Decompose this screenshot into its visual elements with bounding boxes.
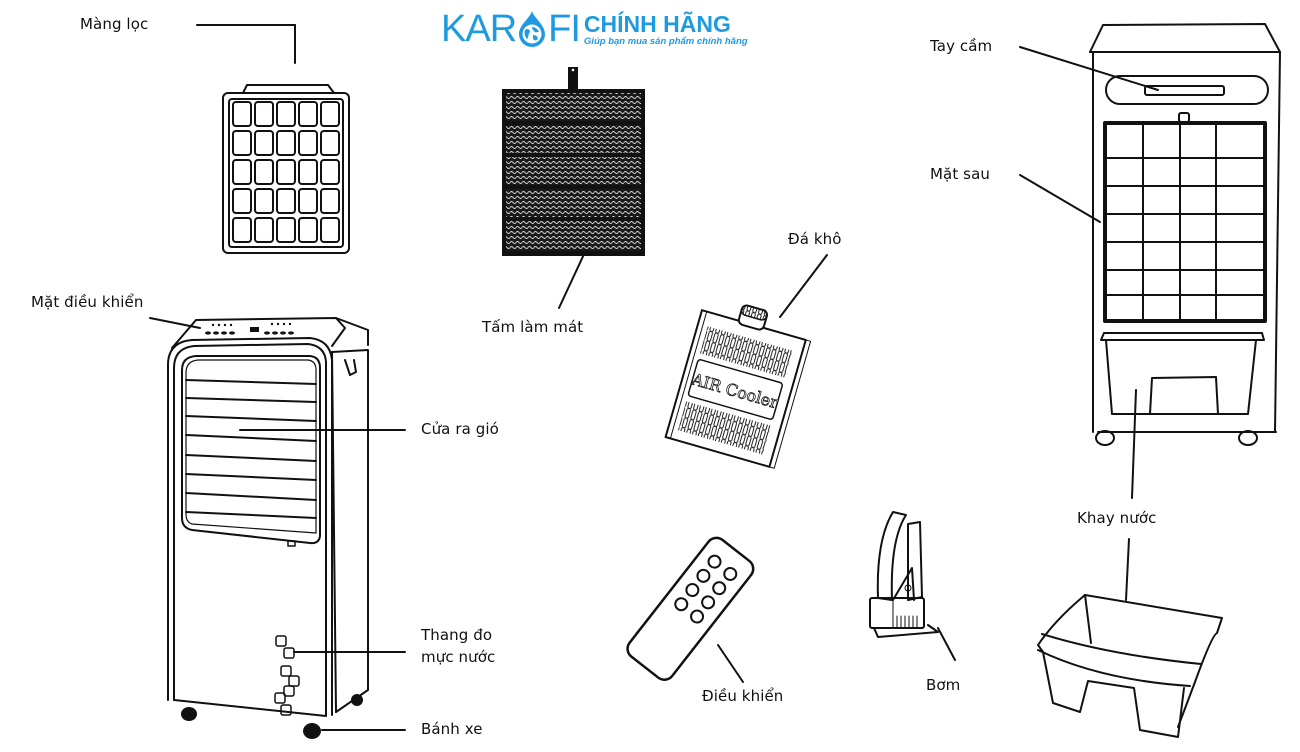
- front-cooler-drawing: [149, 317, 406, 739]
- label-tay-cam: Tay cầm: [930, 37, 993, 55]
- label-mat-sau: Mặt sau: [930, 165, 990, 183]
- cooling-pad-drawing: [502, 67, 645, 309]
- label-mang-loc: Màng lọc: [80, 15, 149, 33]
- logo-brand: CHÍNH HÃNG: [583, 10, 731, 37]
- label-mat-dieu-khien: Mặt điều khiển: [31, 293, 144, 311]
- logo-side-text: CHÍNH HÃNG Giúp bạn mua sản phẩm chính h…: [584, 12, 748, 47]
- logo-word-left: KAR: [441, 8, 517, 50]
- filter-membrane-drawing: [196, 24, 350, 254]
- label-cua-ra-gio: Cửa ra gió: [421, 420, 499, 438]
- label-thang-do-line1: Thang đo: [421, 626, 493, 644]
- ice-pack-drawing: AIR Cooler: [664, 254, 828, 469]
- logo-word-right: FI: [548, 8, 581, 50]
- ice-pack-text: AIR Cooler: [689, 369, 781, 412]
- back-cooler-drawing: [1019, 23, 1281, 499]
- label-banh-xe: Bánh xe: [421, 720, 483, 738]
- label-thang-do-muc-nuoc: Thang đo mực nước: [421, 624, 495, 668]
- label-bom: Bơm: [926, 676, 961, 694]
- water-drop-globe-icon: [517, 10, 547, 48]
- pump-drawing: [869, 511, 956, 661]
- karofi-logo: KAR FI CHÍNH HÃNG Giúp bạn mua sản phẩm …: [441, 8, 748, 50]
- label-da-kho: Đá khô: [788, 230, 842, 248]
- label-khay-nuoc: Khay nước: [1077, 509, 1157, 527]
- label-dieu-khien: Điều khiển: [702, 687, 784, 705]
- remote-drawing: [626, 536, 755, 683]
- water-tray-drawing: [1037, 538, 1223, 738]
- label-tam-lam-mat: Tấm làm mát: [482, 318, 584, 336]
- label-thang-do-line2: mực nước: [421, 648, 496, 666]
- logo-tagline: Giúp bạn mua sản phẩm chính hãng: [583, 35, 748, 47]
